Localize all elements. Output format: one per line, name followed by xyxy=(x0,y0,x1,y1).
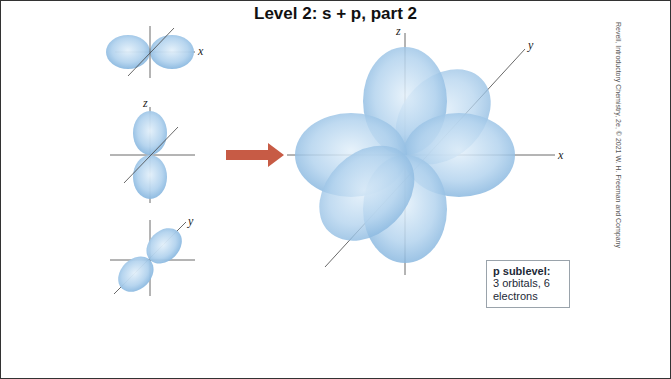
axis-label: x xyxy=(558,148,563,163)
callout-box: p sublevel:3 orbitals, 6 electrons xyxy=(486,260,570,308)
axis-label: z xyxy=(396,24,401,39)
callout-text: 3 orbitals, 6 electrons xyxy=(493,277,563,303)
callout-heading: p sublevel: xyxy=(493,265,563,277)
axis-label: y xyxy=(528,38,533,53)
axis-label: z xyxy=(143,96,148,111)
slide-title: Level 2: s + p, part 2 xyxy=(0,4,671,24)
p-sublevel-orbitals xyxy=(287,33,555,275)
py-orbital xyxy=(110,220,195,299)
combine-arrow xyxy=(226,143,284,167)
axis-label: x xyxy=(198,44,203,59)
credit-note: Revell, Introductory Chemistry, 2e, © 20… xyxy=(615,22,622,248)
px-orbital xyxy=(106,26,195,78)
pz-orbital xyxy=(110,107,195,203)
axis-label: y xyxy=(188,214,193,229)
